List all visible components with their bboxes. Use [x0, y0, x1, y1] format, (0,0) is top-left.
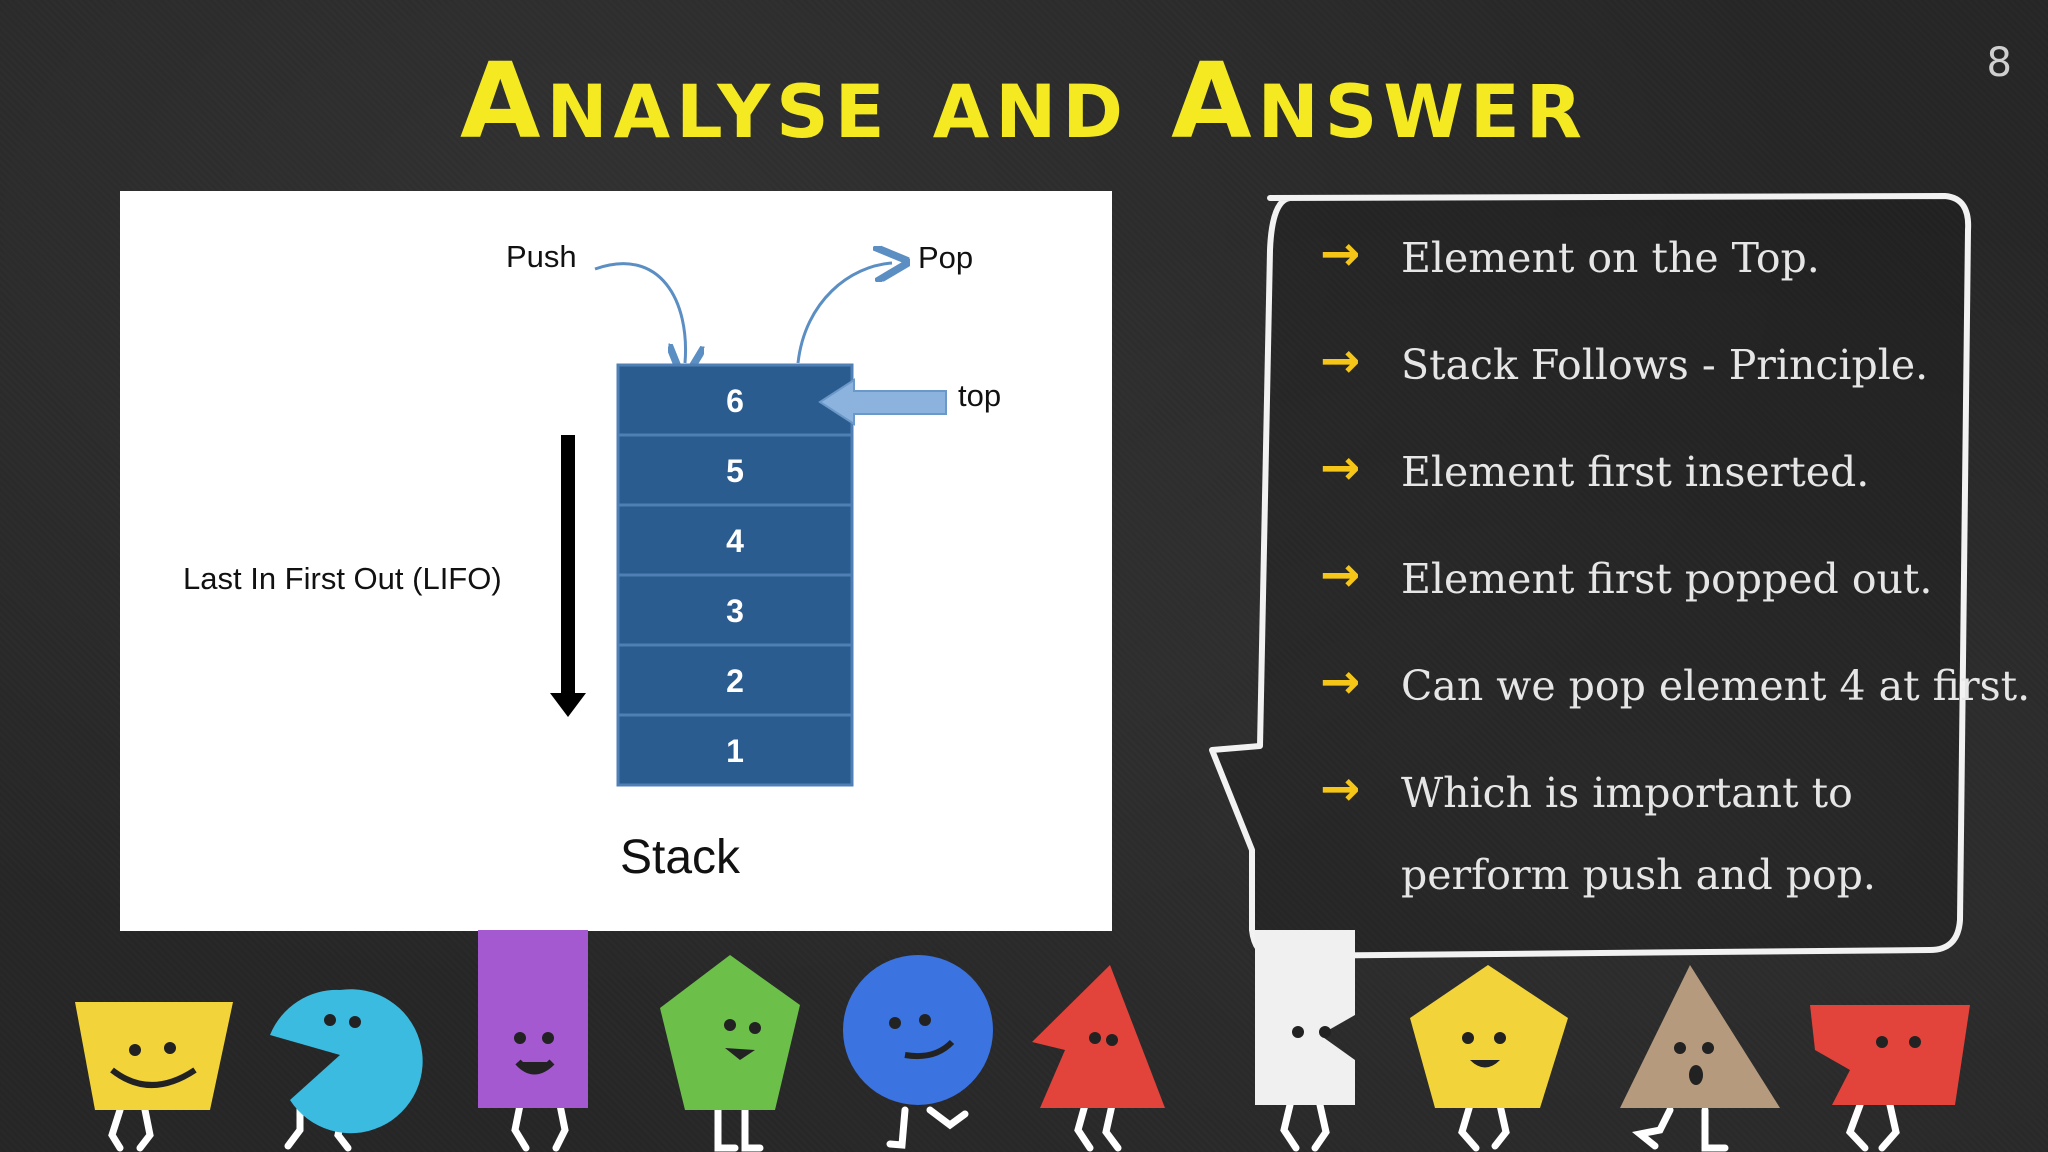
stack-block	[616, 363, 854, 437]
top-pointer-arrow	[818, 378, 947, 426]
stack-block-label: 4	[726, 523, 744, 559]
stack-blocks: 6 5 4 3 2 1	[616, 363, 854, 787]
stack-block	[616, 433, 854, 507]
lifo-arrow-shaft	[561, 435, 575, 695]
list-item: → Can we pop element 4 at first.	[1320, 654, 2031, 710]
pop-arrow	[796, 263, 892, 364]
cyan-pacman-character	[270, 989, 423, 1134]
list-item: → Element on the Top.	[1320, 226, 1820, 282]
right-arrow-icon: →	[1320, 761, 1361, 817]
bullet-list: → Element on the Top. → Stack Follows - …	[1320, 226, 2031, 899]
lifo-label: Last In First Out (LIFO)	[183, 561, 502, 596]
list-item: → Which is important to perform push and…	[1320, 761, 1876, 899]
right-arrow-icon: →	[1320, 547, 1361, 603]
blue-circle-character	[843, 955, 993, 1105]
right-arrow-icon: →	[1320, 654, 1361, 710]
yellow-trapezoid-character	[75, 1002, 233, 1110]
stack-block-label: 3	[726, 593, 744, 629]
lifo-arrow-head	[550, 693, 586, 717]
purple-rectangle-character	[478, 930, 588, 1108]
green-pentagon-character	[660, 955, 800, 1110]
stack-block-label: 2	[726, 663, 744, 699]
slide-title: Analyse and Answer	[460, 40, 1588, 162]
list-item: → Stack Follows - Principle.	[1320, 333, 1929, 389]
white-rectangle-character	[1255, 930, 1355, 1105]
stack-caption: Stack	[620, 831, 741, 884]
top-label: top	[958, 378, 1001, 413]
stack-diagram: Push Pop 6 5 4 3 2 1 top Last In First Out (L…	[120, 191, 1112, 931]
push-arrow	[594, 262, 686, 363]
stack-block	[616, 713, 854, 787]
yellow-pentagon-character	[1410, 965, 1568, 1108]
list-item: → Element first popped out.	[1320, 547, 1933, 603]
list-item: → Element first inserted.	[1320, 440, 1870, 496]
push-label: Push	[506, 239, 577, 274]
stack-block	[616, 573, 854, 647]
stack-block-label: 6	[726, 383, 744, 419]
right-arrow-icon: →	[1320, 440, 1361, 496]
red-trapezoid-character	[1810, 1005, 1970, 1105]
stack-block-label: 1	[726, 733, 744, 769]
pop-label: Pop	[918, 240, 973, 275]
stack-block-label: 5	[726, 453, 744, 489]
slide-number: 8	[1986, 40, 2012, 86]
right-arrow-icon: →	[1320, 333, 1361, 389]
cartoon-shapes	[75, 930, 1970, 1152]
brown-triangle-character	[1620, 965, 1780, 1108]
right-arrow-icon: →	[1320, 226, 1361, 282]
